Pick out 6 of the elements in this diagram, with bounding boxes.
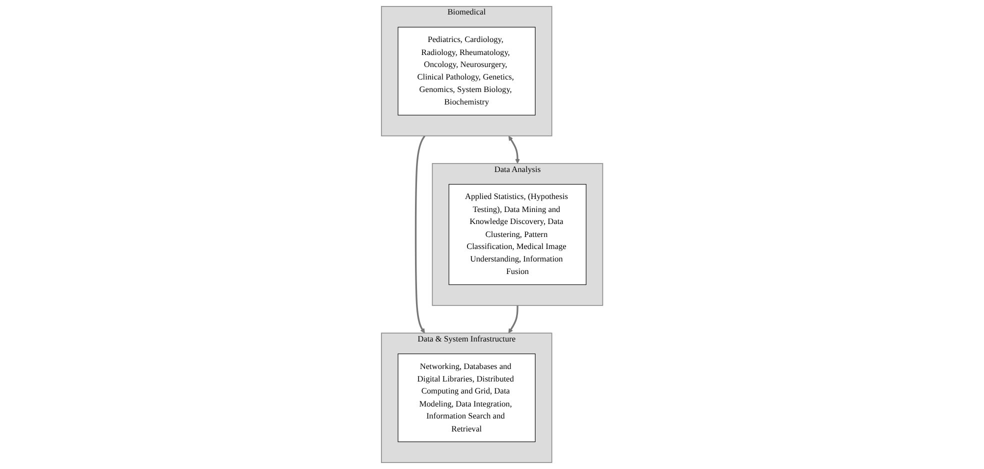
arrow [508,136,520,164]
arrow [414,135,426,334]
node-box: Pediatrics, Cardiology, Radiology, Rheumatology, Oncology, Neurosurgery, Clinical Pathology, Genetics, Genomics, System Biology, Biochemistry [398,26,536,116]
node-box: Networking, Databases and Digital Libraries, Distributed Computing and Grid, Data Modeling, Data Integration, Information Search and Retrieval [398,354,536,442]
node-box: Applied Statistics, (Hypothesis Testing), Data Mining and Knowledge Discovery, Data Clustering, Pattern Classification, Medical Image Understanding, Information Fusion [448,184,586,285]
arrow [508,305,518,334]
